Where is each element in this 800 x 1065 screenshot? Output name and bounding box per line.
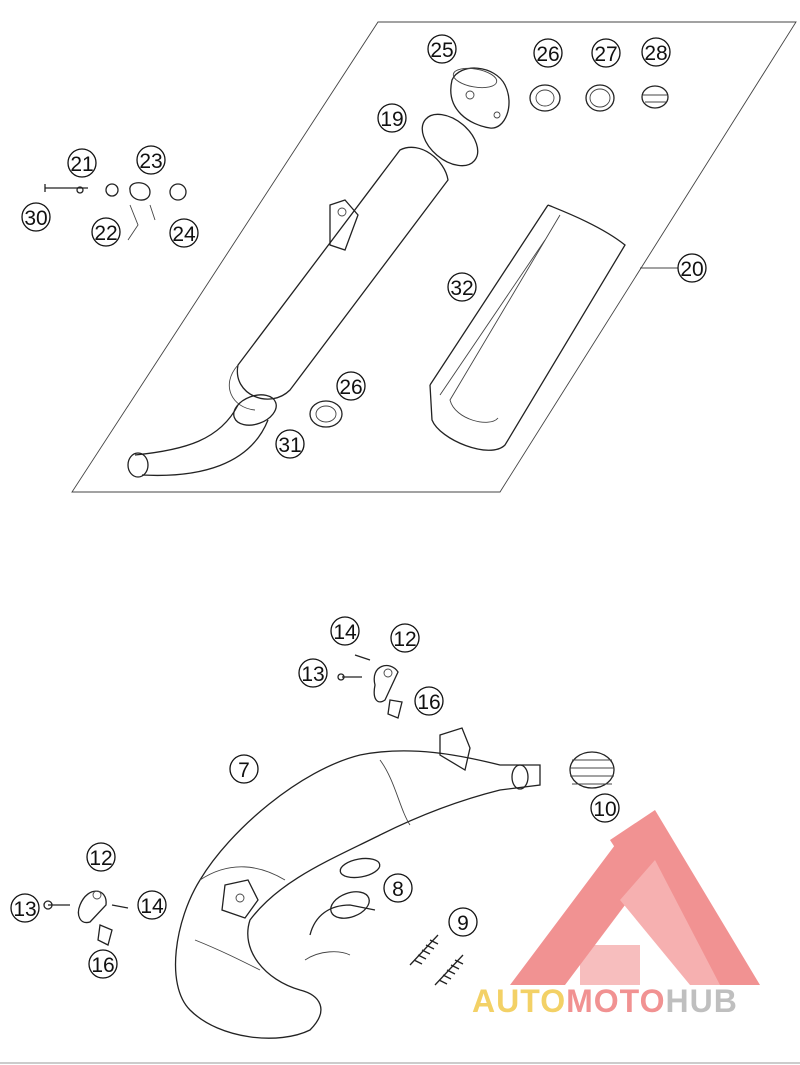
svg-text:20: 20: [680, 258, 703, 281]
silencer-packing: [429, 204, 626, 451]
callout-16-bottom: 16: [88, 949, 118, 979]
rubber-sleeve: [569, 751, 615, 789]
callout-16-top: 16: [414, 686, 444, 716]
silencer-body: [127, 146, 449, 478]
svg-text:9: 9: [457, 912, 469, 935]
svg-text:10: 10: [593, 798, 616, 821]
silencer-assembly-group: [71, 21, 797, 493]
exhaust-spring-1: [409, 934, 439, 966]
automotohub-watermark: AUTOMOTOHUB: [472, 810, 760, 1019]
callout-26-bottom: 26: [336, 371, 366, 401]
svg-text:8: 8: [392, 878, 404, 901]
svg-text:27: 27: [594, 43, 617, 66]
svg-text:19: 19: [380, 108, 403, 131]
bushing-27: [585, 84, 615, 112]
svg-text:AUTOMOTOHUB: AUTOMOTOHUB: [472, 983, 738, 1019]
exhaust-spring-2: [434, 954, 464, 986]
callout-12-top: 12: [390, 623, 420, 653]
svg-text:32: 32: [450, 277, 473, 300]
callout-32: 32: [447, 272, 477, 302]
callout-13-top: 13: [298, 658, 328, 688]
silencer-mount-hardware: [44, 182, 187, 241]
svg-text:24: 24: [172, 223, 196, 246]
end-cap: [450, 67, 510, 129]
svg-text:14: 14: [333, 621, 357, 644]
callout-7: 7: [229, 754, 259, 784]
silencer-panel-outline: [71, 21, 797, 493]
callout-25: 25: [427, 34, 457, 64]
svg-text:16: 16: [91, 954, 114, 977]
svg-text:13: 13: [301, 663, 324, 686]
svg-text:12: 12: [393, 628, 416, 651]
callout-23: 23: [136, 145, 166, 175]
callout-26-top: 26: [533, 38, 563, 68]
svg-text:13: 13: [13, 898, 36, 921]
svg-text:26: 26: [536, 43, 559, 66]
svg-text:28: 28: [644, 42, 667, 65]
bushing-26-top: [529, 84, 561, 112]
svg-text:7: 7: [238, 759, 250, 782]
callout-20: 20: [677, 253, 707, 283]
exhaust-pipe-group: [43, 654, 615, 1039]
svg-text:30: 30: [24, 207, 47, 230]
callout-31: 31: [275, 429, 305, 459]
svg-text:22: 22: [94, 222, 117, 245]
callout-13-bottom: 13: [10, 893, 40, 923]
svg-text:12: 12: [89, 847, 112, 870]
callout-12-bottom: 12: [86, 842, 116, 872]
svg-text:23: 23: [139, 150, 162, 173]
svg-text:14: 14: [140, 895, 164, 918]
callout-21: 21: [67, 148, 97, 178]
svg-text:16: 16: [417, 691, 440, 714]
callout-28: 28: [641, 37, 671, 67]
callout-22: 22: [91, 217, 121, 247]
callout-14-top: 14: [330, 616, 360, 646]
expansion-chamber: [174, 750, 541, 1039]
automotohub-logo-mark: [510, 810, 760, 985]
bushing-26-bottom: [309, 400, 343, 428]
callout-14-bottom: 14: [137, 890, 167, 920]
bracket-lower: [43, 890, 129, 946]
svg-text:25: 25: [430, 39, 453, 62]
gasket-ring: [421, 113, 479, 167]
callout-27: 27: [591, 38, 621, 68]
brand-hub: HUB: [665, 983, 737, 1019]
bracket-upper: [337, 654, 403, 719]
callout-10: 10: [590, 793, 620, 823]
brand-moto: MOTO: [566, 983, 665, 1019]
callout-8: 8: [383, 873, 413, 903]
callout-9: 9: [448, 907, 478, 937]
brand-auto: AUTO: [472, 983, 566, 1019]
callout-labels: 25 26 27 28 19 20 32 26 31 21 23 30 22 2…: [10, 34, 707, 979]
svg-text:26: 26: [339, 376, 362, 399]
sealing-ring: [339, 857, 381, 879]
svg-text:21: 21: [70, 153, 93, 176]
callout-19: 19: [377, 103, 407, 133]
bushing-28: [641, 85, 669, 109]
callout-30: 30: [21, 202, 51, 232]
callout-24: 24: [169, 218, 199, 248]
svg-text:31: 31: [278, 434, 301, 457]
